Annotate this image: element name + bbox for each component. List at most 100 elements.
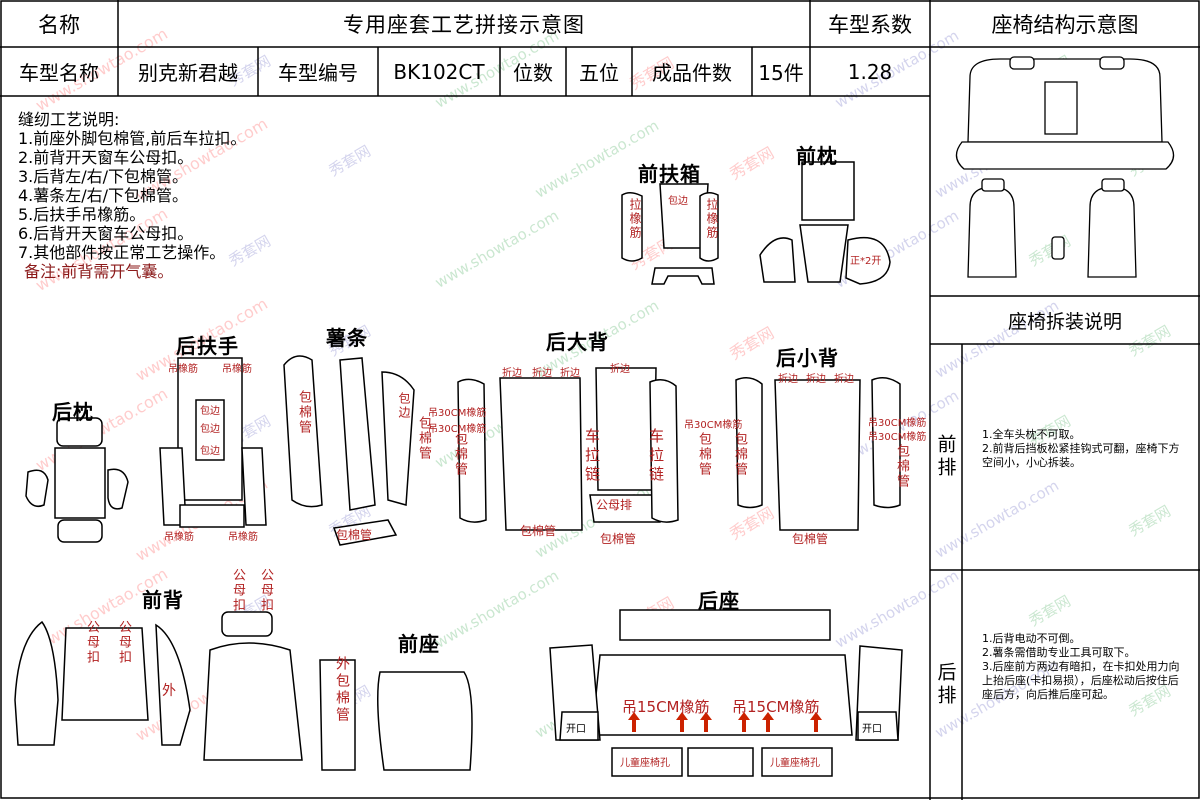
- label-fold-edge-4: 折边: [610, 364, 630, 375]
- rear-pillow-pieces: [25, 417, 129, 543]
- rear-big-back-pieces: [457, 367, 679, 531]
- sewing-remark: 备注:前背需开气囊。: [24, 262, 174, 281]
- front-back-pieces: [14, 611, 303, 761]
- front-armbox-pieces: [621, 183, 719, 285]
- pieces-value: 15件: [758, 61, 804, 85]
- front-note-2: 2.前背后挡板松紧挂钩式可翻，座椅下方空间小，小心拆装。: [982, 442, 1180, 469]
- sewing-notes-heading: 缝纫工艺说明:: [18, 110, 120, 129]
- pattern-pieces-diagram: [14, 161, 903, 777]
- front-pillow-pieces: [759, 161, 891, 285]
- label-bind-bigback-bottom: 包棉管: [520, 524, 557, 538]
- label-fold-edge-3: 折边: [560, 368, 580, 379]
- label-hang-30cm-5: 吊30CM橡筋: [868, 432, 927, 443]
- label-male-female-2: 公母扣: [116, 620, 131, 665]
- label-bind-fries-2: 包棉管: [416, 416, 431, 461]
- seats-value: 五位: [579, 61, 619, 85]
- label-bind-smallback-left: 包棉管: [732, 432, 747, 477]
- sewing-note-3: 3.后背左/右/下包棉管。: [18, 167, 189, 186]
- model-name: 别克新君越: [138, 61, 238, 85]
- label-fold-edge-5: 折边: [778, 374, 798, 385]
- label-fold-edge-2: 折边: [532, 368, 552, 379]
- label-male-female-1: 公母扣: [84, 620, 99, 665]
- part-title-fries: 薯条: [326, 326, 368, 350]
- part-title-rear-small-back: 后小背: [776, 346, 839, 370]
- label-child-seat-1: 儿童座椅孔: [620, 758, 670, 769]
- sewing-note-1: 1.前座外脚包棉管,前后车拉扣。: [18, 129, 247, 148]
- label-zipper-left: 车拉链: [583, 428, 601, 485]
- label-bind-smallback-right: 包棉管: [894, 444, 909, 489]
- label-edge-armrest-3: 包边: [200, 446, 220, 457]
- front-row-notes: 1.全车头枕不可取。 2.前背后挡板松紧挂钩式可翻，座椅下方空间小，小心拆装。: [982, 428, 1188, 470]
- rib-arrows: [628, 712, 822, 732]
- coefficient-label: 车型系数: [828, 12, 912, 37]
- label-hang-30cm-3: 吊30CM橡筋: [684, 420, 743, 431]
- front-note-1: 1.全车头枕不可取。: [982, 428, 1081, 441]
- rear-row-label: 后排: [934, 662, 957, 708]
- front-row-label: 前排: [934, 434, 957, 480]
- structure-title: 座椅结构示意图: [991, 12, 1139, 37]
- label-male-female-4: 公母扣: [258, 568, 273, 613]
- label-bind-bigback-left: 包棉管: [452, 432, 467, 477]
- label-bind-bigback-right: 包棉管: [696, 432, 711, 477]
- label-fold-edge-6: 折边: [806, 374, 826, 385]
- label-edge-armrest-1: 包边: [200, 406, 220, 417]
- label-child-seat-2: 儿童座椅孔: [770, 758, 820, 769]
- label-outer-bind: 外包棉管: [334, 656, 350, 724]
- part-title-front-pillow: 前枕: [796, 144, 838, 168]
- label-opening-right: 开口: [862, 724, 882, 735]
- model-code-label: 车型编号: [278, 61, 358, 85]
- label-bind-smallback-bottom: 包棉管: [792, 532, 829, 546]
- label-zipper-right: 车拉链: [647, 428, 665, 485]
- label-outer-1: 外: [162, 683, 176, 699]
- sewing-note-6: 6.后背开天窗车公母扣。: [18, 224, 194, 243]
- fries-pieces: [283, 355, 415, 546]
- name-label: 名称: [38, 12, 80, 37]
- rear-seat-pieces: [549, 609, 903, 777]
- label-edge-armrest-2: 包边: [200, 424, 220, 435]
- part-title-rear-pillow: 后枕: [52, 400, 94, 424]
- label-pull-rib-right: 拉橡筋: [705, 198, 719, 240]
- rear-armrest-pieces: [159, 357, 267, 528]
- label-edge-armbox: 包边: [668, 196, 688, 207]
- label-bind-bigback-bottom-2: 包棉管: [600, 532, 637, 546]
- coefficient-value: 1.28: [847, 59, 893, 84]
- part-title-front-back: 前背: [142, 588, 184, 612]
- label-hang-rib-1: 吊橡筋: [168, 364, 198, 375]
- label-hang-30cm-1: 吊30CM橡筋: [428, 408, 487, 419]
- sewing-note-5: 5.后扶手吊橡筋。: [18, 205, 146, 224]
- part-title-rear-seat: 后座: [698, 589, 740, 613]
- label-hang-rib-2: 吊橡筋: [222, 364, 252, 375]
- label-hang-rib-3: 吊橡筋: [164, 532, 194, 543]
- pieces-label: 成品件数: [652, 61, 732, 85]
- model-code: BK102CT: [393, 59, 485, 84]
- rear-small-back-pieces: [735, 377, 901, 531]
- model-name-label: 车型名称: [19, 61, 99, 85]
- part-title-rear-armrest: 后扶手: [176, 334, 239, 358]
- part-title-front-armbox: 前扶箱: [638, 162, 701, 186]
- sewing-note-7: 7.其他部件按正常工艺操作。: [18, 243, 226, 262]
- label-bind-fries-1: 包棉管: [296, 390, 311, 435]
- label-fold-edge-7: 折边: [834, 374, 854, 385]
- seat-structure-illustration: [955, 56, 1175, 278]
- page-title: 专用座套工艺拼接示意图: [343, 12, 585, 37]
- label-front-x2: 正*2开: [850, 256, 882, 267]
- rear-row-notes: 1.后背电动不可倒。 2.薯条需借助专业工具可取下。 3.后座前方两边有暗扣，在…: [982, 632, 1188, 702]
- sewing-notes: 缝纫工艺说明: 1.前座外脚包棉管,前后车拉扣。 2.前背开天窗车公母扣。 3.…: [18, 110, 246, 281]
- rear-note-2: 2.薯条需借助专业工具可取下。: [982, 646, 1136, 659]
- label-male-female-row: 公母排: [596, 498, 633, 512]
- part-title-front-seat: 前座: [398, 632, 440, 656]
- part-title-rear-big-back: 后大背: [546, 330, 609, 354]
- label-hang-15cm-1: 吊15CM橡筋: [622, 698, 710, 716]
- label-edge-fries: 包边: [397, 392, 411, 420]
- front-seat-pieces: [319, 659, 473, 771]
- label-hang-15cm-2: 吊15CM橡筋: [732, 698, 820, 716]
- label-hang-30cm-2: 吊30CM橡筋: [428, 424, 487, 435]
- label-hang-30cm-4: 吊30CM橡筋: [868, 418, 927, 429]
- disassembly-title: 座椅拆装说明: [1007, 310, 1122, 333]
- label-male-female-3: 公母扣: [230, 568, 245, 613]
- label-bind-fries-3: 包棉管: [336, 528, 373, 542]
- sewing-note-4: 4.薯条左/右/下包棉管。: [18, 186, 189, 205]
- rear-note-3: 3.后座前方两边有暗扣，在卡扣处用力向上抬后座(卡扣易损），后座松动后按住后座后…: [982, 660, 1180, 701]
- label-opening-left: 开口: [566, 724, 586, 735]
